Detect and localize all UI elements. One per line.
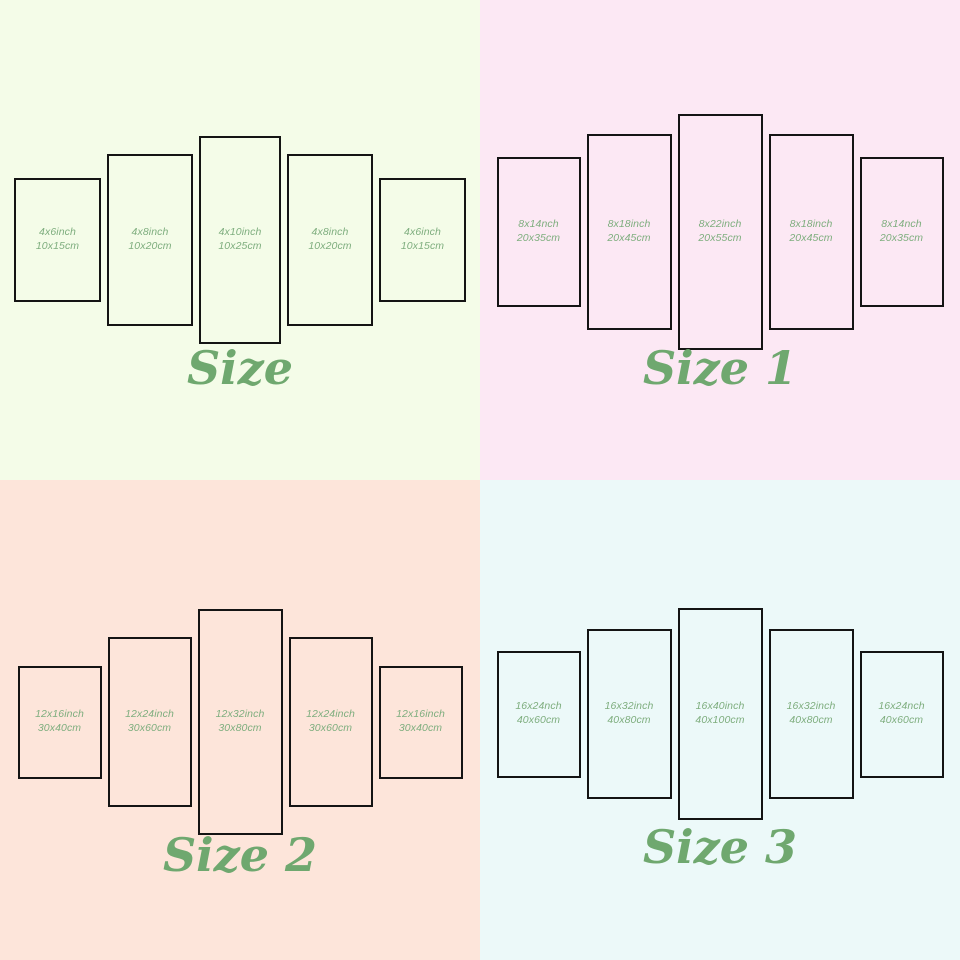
panel-size-cm: 20x45cm	[607, 232, 651, 244]
panel-size-cm: 20x35cm	[879, 232, 924, 244]
panel-size-cm: 30x60cm	[127, 722, 172, 734]
panel-size-cm: 20x45cm	[789, 232, 833, 244]
panel-size-inch: 16x32inch	[786, 700, 836, 713]
quadrant-title-size: Size	[186, 341, 294, 395]
panel-size-inch: 16x32inch	[604, 700, 654, 713]
panel-size-cm: 10x25cm	[218, 240, 262, 252]
panel-size-cm: 10x15cm	[35, 240, 80, 252]
panel-size-inch: 4x8inch	[131, 226, 169, 239]
quadrant-title-size-1: Size 1	[642, 341, 798, 395]
panel-size-cm: 40x60cm	[516, 714, 561, 726]
panel-size-inch: 16x24nch	[515, 700, 562, 713]
panel-size-inch: 8x18inch	[789, 218, 833, 231]
panel-size-cm: 30x40cm	[37, 722, 82, 734]
panel-size-cm: 20x35cm	[516, 232, 561, 244]
quadrant-title-size-2: Size 2	[162, 828, 318, 882]
panel-size-inch: 4x8inch	[311, 226, 349, 239]
panel-size-cm: 30x80cm	[218, 722, 262, 734]
panel-size-inch: 16x24nch	[878, 700, 925, 713]
panel-size-cm: 40x100cm	[695, 714, 745, 726]
panel-size-cm: 40x60cm	[879, 714, 924, 726]
panel-size-inch: 8x22inch	[698, 218, 742, 231]
panel-size-inch: 4x10inch	[218, 226, 262, 239]
panel-size-cm: 30x60cm	[308, 722, 353, 734]
panel-size-inch: 12x16inch	[35, 708, 84, 721]
panel-size-inch: 8x14nch	[518, 218, 559, 231]
panel-size-cm: 40x80cm	[607, 714, 651, 726]
panel-size-inch: 4x6inch	[404, 226, 441, 239]
panel-size-cm: 10x20cm	[128, 240, 172, 252]
panel-size-inch: 8x14nch	[881, 218, 922, 231]
panel-size-inch: 4x6inch	[39, 226, 76, 239]
panel-size-inch: 12x16inch	[396, 708, 445, 721]
panel-size-inch: 16x40inch	[695, 700, 745, 713]
panel-size-inch: 12x24inch	[306, 708, 355, 721]
panel-size-inch: 12x24inch	[125, 708, 174, 721]
panel-size-cm: 40x80cm	[789, 714, 833, 726]
panel-size-cm: 30x40cm	[398, 722, 443, 734]
panel-size-inch: 12x32inch	[215, 708, 265, 721]
panel-size-cm: 20x55cm	[698, 232, 742, 244]
quadrant-title-size-3: Size 3	[642, 820, 798, 874]
panel-size-inch: 8x18inch	[607, 218, 651, 231]
panel-size-cm: 10x15cm	[400, 240, 445, 252]
panel-size-cm: 10x20cm	[308, 240, 352, 252]
